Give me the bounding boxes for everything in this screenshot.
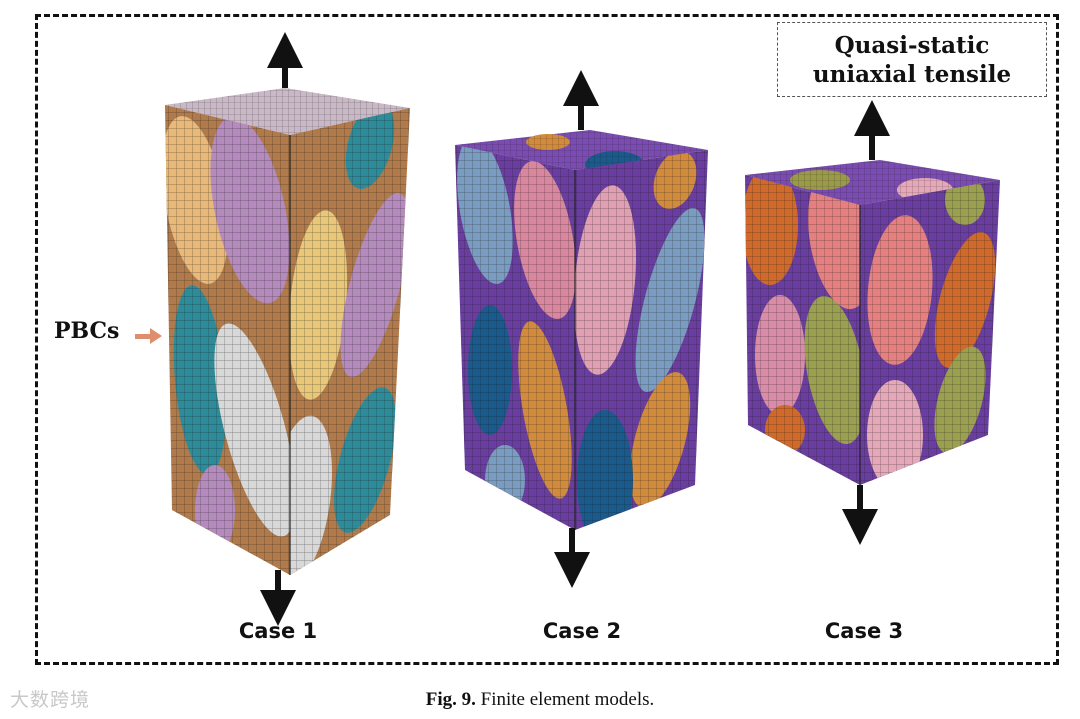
load-label-line2: uniaxial tensile <box>813 60 1011 89</box>
figure-caption: Fig. 9. Finite element models. <box>0 689 1080 711</box>
load-label-line1: Quasi-static <box>835 31 990 60</box>
watermark: 大数跨境 <box>10 685 90 712</box>
case1-label: Case 1 <box>198 619 358 643</box>
case3-right-face <box>855 170 1007 490</box>
case3-model <box>735 118 1007 527</box>
case3-label: Case 3 <box>784 619 944 643</box>
pbc-arrow-icon <box>135 328 162 344</box>
case2-label: Case 2 <box>502 619 662 643</box>
pbc-label: PBCs <box>54 318 119 344</box>
caption-prefix: Fig. 9. <box>426 689 476 710</box>
case2-left-face <box>445 132 586 535</box>
case2-right-face <box>567 140 719 550</box>
case2-model <box>445 88 719 570</box>
case1-model <box>150 50 424 608</box>
case1-left-face <box>150 90 312 590</box>
caption-text: Finite element models. <box>481 689 655 710</box>
loading-condition-box: Quasi-static uniaxial tensile <box>777 22 1047 97</box>
